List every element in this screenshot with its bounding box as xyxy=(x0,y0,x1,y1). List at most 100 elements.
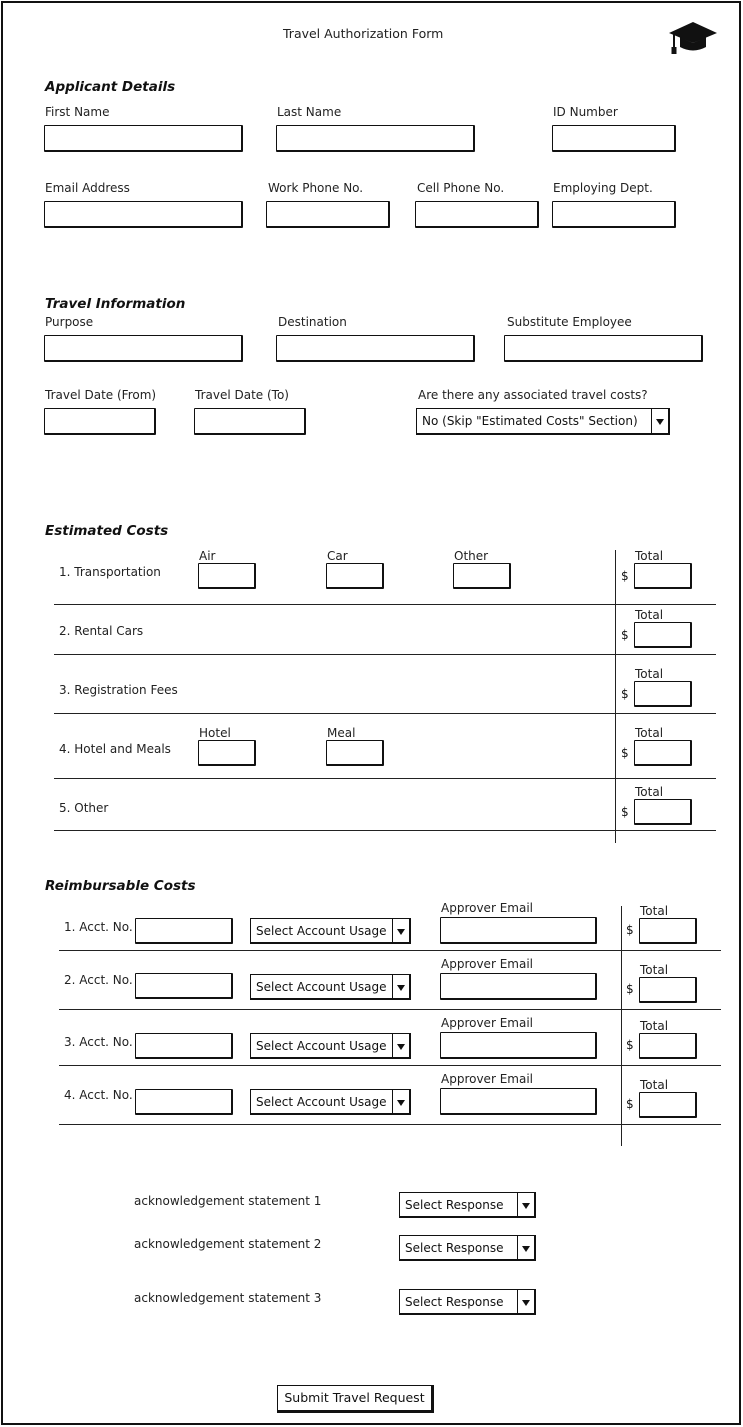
approver-email-label: Approver Email xyxy=(441,1072,533,1086)
air-input[interactable] xyxy=(198,563,256,589)
dept-input[interactable] xyxy=(552,201,676,228)
acct-no-input[interactable] xyxy=(135,918,233,944)
submit-travel-request-button[interactable]: Submit Travel Request xyxy=(277,1385,434,1413)
approver-email-label: Approver Email xyxy=(441,901,533,915)
reimbursable-total-input[interactable] xyxy=(639,918,697,944)
dollar-sign: $ xyxy=(621,746,629,760)
date-from-input[interactable] xyxy=(44,408,156,435)
destination-label: Destination xyxy=(278,315,347,329)
total-label: Total xyxy=(640,963,669,977)
transportation-total-input[interactable] xyxy=(634,563,692,589)
hotel-label: Hotel xyxy=(199,726,231,740)
reimbursable-total-input[interactable] xyxy=(639,1092,697,1118)
ack-response-select-2[interactable]: Select Response xyxy=(399,1235,536,1261)
cell-phone-input[interactable] xyxy=(415,201,539,228)
travel-costs-question: Are there any associated travel costs? xyxy=(418,388,648,402)
substitute-label: Substitute Employee xyxy=(507,315,632,329)
estimated-row-label: 2. Rental Cars xyxy=(59,624,144,638)
acct-no-label: 4. Acct. No. xyxy=(64,1088,133,1102)
acct-no-input[interactable] xyxy=(135,973,233,999)
total-label: Total xyxy=(635,667,664,681)
row-divider xyxy=(54,778,716,779)
account-usage-select[interactable]: Select Account Usage xyxy=(250,974,411,1000)
estimated-row-label: 3. Registration Fees xyxy=(59,683,178,697)
row-divider xyxy=(54,654,716,655)
row-divider xyxy=(54,830,716,831)
account-usage-select[interactable]: Select Account Usage xyxy=(250,1033,411,1059)
row-divider xyxy=(59,1065,721,1066)
travel-heading: Travel Information xyxy=(45,296,186,312)
acct-no-label: 2. Acct. No. xyxy=(64,973,133,987)
total-label: Total xyxy=(635,726,664,740)
account-usage-select[interactable]: Select Account Usage xyxy=(250,1089,411,1115)
email-input[interactable] xyxy=(44,201,243,228)
approver-email-label: Approver Email xyxy=(441,957,533,971)
car-input[interactable] xyxy=(326,563,384,589)
other-total-input[interactable] xyxy=(634,799,692,825)
work-phone-label: Work Phone No. xyxy=(268,181,364,195)
work-phone-input[interactable] xyxy=(266,201,390,228)
hotel-input[interactable] xyxy=(198,740,256,766)
acct-no-input[interactable] xyxy=(135,1033,233,1059)
dollar-sign: $ xyxy=(626,1038,634,1052)
approver-email-input[interactable] xyxy=(440,1032,597,1059)
id-number-label: ID Number xyxy=(553,105,618,119)
chevron-down-icon[interactable] xyxy=(392,1090,409,1113)
estimated-total-divider xyxy=(615,550,616,843)
chevron-down-icon[interactable] xyxy=(517,1236,534,1259)
last-name-label: Last Name xyxy=(277,105,342,119)
approver-email-input[interactable] xyxy=(440,1088,597,1115)
estimated-row-label: 5. Other xyxy=(59,801,109,815)
rental-cars-total-input[interactable] xyxy=(634,622,692,648)
date-to-label: Travel Date (To) xyxy=(195,388,289,402)
chevron-down-icon[interactable] xyxy=(392,975,409,998)
row-divider xyxy=(59,1009,721,1010)
date-to-input[interactable] xyxy=(194,408,306,435)
hotel-meals-total-input[interactable] xyxy=(634,740,692,766)
ack-response-value: Select Response xyxy=(405,1240,504,1255)
applicant-heading: Applicant Details xyxy=(45,79,176,95)
last-name-input[interactable] xyxy=(276,125,475,152)
purpose-input[interactable] xyxy=(44,335,243,362)
ack-response-select-1[interactable]: Select Response xyxy=(399,1192,536,1218)
substitute-input[interactable] xyxy=(504,335,703,362)
row-divider xyxy=(59,950,721,951)
registration-total-input[interactable] xyxy=(634,681,692,707)
dept-label: Employing Dept. xyxy=(553,181,653,195)
reimbursable-heading: Reimbursable Costs xyxy=(45,878,196,894)
chevron-down-icon[interactable] xyxy=(517,1290,534,1313)
chevron-down-icon[interactable] xyxy=(392,1034,409,1057)
account-usage-select[interactable]: Select Account Usage xyxy=(250,918,411,944)
total-label: Total xyxy=(635,785,664,799)
first-name-input[interactable] xyxy=(44,125,243,152)
form-title: Travel Authorization Form xyxy=(283,26,444,41)
total-label: Total xyxy=(640,1019,669,1033)
account-usage-value: Select Account Usage xyxy=(256,979,387,994)
first-name-label: First Name xyxy=(45,105,110,119)
reimbursable-total-input[interactable] xyxy=(639,1033,697,1059)
approver-email-input[interactable] xyxy=(440,973,597,1000)
estimated-row-label: 1. Transportation xyxy=(59,565,161,579)
approver-email-input[interactable] xyxy=(440,917,597,944)
row-divider xyxy=(59,1124,721,1125)
ack-response-value: Select Response xyxy=(405,1294,504,1309)
other-cost-input[interactable] xyxy=(453,563,511,589)
date-from-label: Travel Date (From) xyxy=(45,388,157,402)
chevron-down-icon[interactable] xyxy=(517,1193,534,1216)
ack-statement-1: acknowledgement statement 1 xyxy=(134,1194,322,1208)
id-number-input[interactable] xyxy=(552,125,676,152)
meal-input[interactable] xyxy=(326,740,384,766)
dollar-sign: $ xyxy=(626,1097,634,1111)
ack-response-select-3[interactable]: Select Response xyxy=(399,1289,536,1315)
account-usage-value: Select Account Usage xyxy=(256,1038,387,1053)
destination-input[interactable] xyxy=(276,335,475,362)
row-divider xyxy=(54,604,716,605)
other-cost-label: Other xyxy=(454,549,489,563)
chevron-down-icon[interactable] xyxy=(392,919,409,942)
acct-no-label: 3. Acct. No. xyxy=(64,1035,133,1049)
acct-no-input[interactable] xyxy=(135,1089,233,1115)
reimbursable-total-input[interactable] xyxy=(639,977,697,1003)
chevron-down-icon[interactable] xyxy=(651,409,668,433)
reimbursable-total-divider xyxy=(621,906,622,1146)
travel-costs-select[interactable]: No (Skip "Estimated Costs" Section) xyxy=(416,408,670,435)
